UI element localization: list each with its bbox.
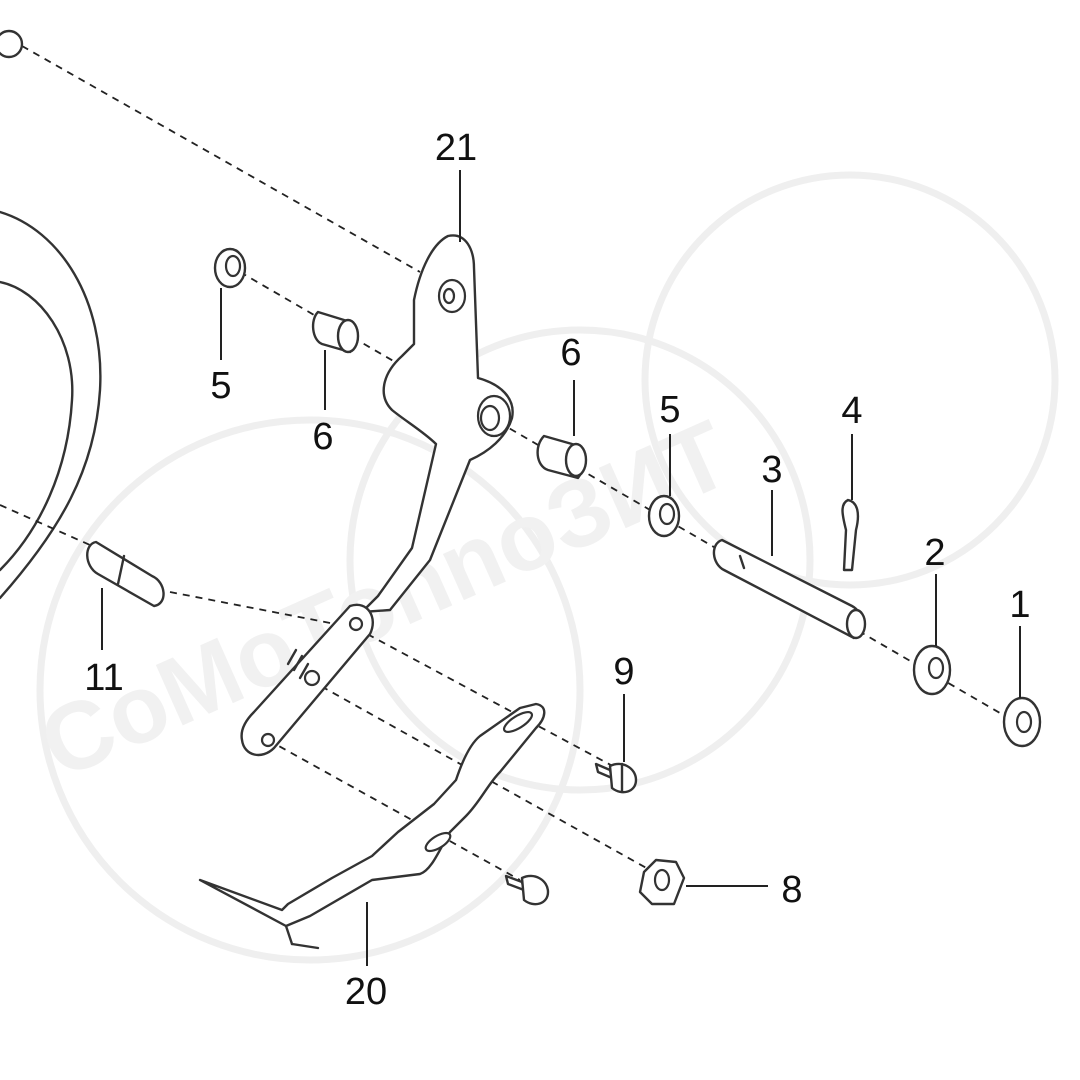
part-8-nut: [638, 858, 686, 906]
part-6-bushing-left: [311, 310, 360, 354]
part-4-cotter-pin: [841, 498, 860, 572]
watermark-ring-right: [641, 171, 1059, 589]
callout-5-right: 5: [659, 389, 680, 431]
part-20-bracket: [198, 702, 546, 950]
callout-2: 2: [924, 532, 945, 574]
cover-outline: [0, 210, 102, 600]
callout-9: 9: [613, 651, 634, 693]
part-2-washer: [912, 644, 952, 696]
watermark: CoMoTonnoЗИT: [25, 171, 1059, 964]
callout-6-right: 6: [560, 332, 581, 374]
part-5-washer-right: [647, 494, 681, 538]
callout-11: 11: [84, 657, 123, 699]
part-1-washer: [1002, 696, 1042, 748]
callout-8: 8: [781, 869, 802, 911]
part-3-pin: [712, 538, 867, 640]
leader-lines: [101, 170, 1021, 966]
watermark-ring-left: [36, 416, 584, 964]
part-6-bushing-right: [536, 434, 588, 480]
bracket-bolt: [504, 874, 550, 906]
assembly-axes: [0, 45, 1013, 881]
callout-1: 1: [1009, 584, 1030, 626]
callout-6-left: 6: [312, 416, 333, 458]
part-5-washer-left: [213, 247, 247, 289]
callout-3: 3: [761, 449, 782, 491]
callout-20: 20: [345, 971, 387, 1013]
part-21-pedal-arm: [240, 234, 514, 757]
callout-5-left: 5: [210, 365, 231, 407]
watermark-ring-center: [346, 326, 814, 794]
callout-labels: 1 2 3 4 5 5 6 6 8 9 11 20 21: [84, 127, 1030, 1013]
callout-4: 4: [841, 390, 862, 432]
callout-21: 21: [435, 127, 477, 169]
ring-fragment: [0, 29, 24, 59]
part-11-stud: [86, 540, 165, 608]
part-9-bolt: [594, 762, 638, 794]
